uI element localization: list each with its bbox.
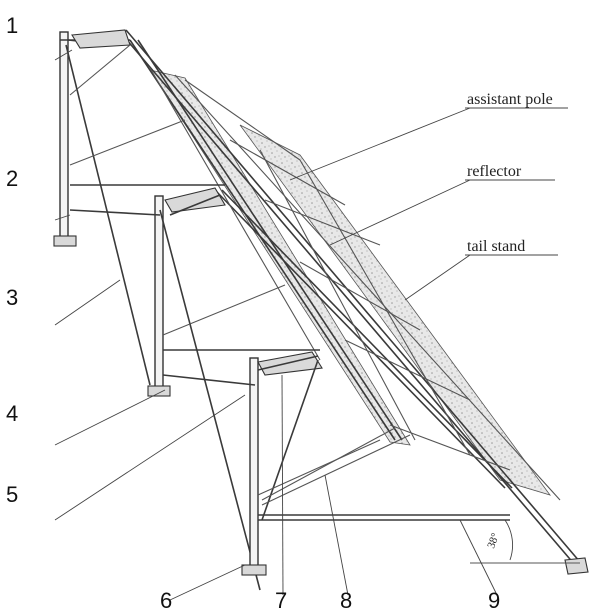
panel-cross-braces xyxy=(184,79,511,471)
right-label-leaders xyxy=(289,107,568,301)
label-tail-stand: tail stand xyxy=(467,238,525,255)
left-callout-leaders xyxy=(54,49,246,521)
reflector-panels xyxy=(149,69,552,496)
callout-6: 6 xyxy=(160,588,172,610)
callout-5: 5 xyxy=(6,482,18,507)
label-reflector: reflector xyxy=(467,163,522,180)
angle-marker: 38° xyxy=(485,519,514,561)
front-post-3 xyxy=(162,349,323,576)
callout-3: 3 xyxy=(6,285,18,310)
front-post-1 xyxy=(53,29,151,386)
label-assistant-pole: assistant pole xyxy=(467,91,553,108)
front-post-2 xyxy=(69,184,261,591)
callout-8: 8 xyxy=(340,588,352,610)
base-members xyxy=(258,427,589,575)
callout-1: 1 xyxy=(6,13,18,38)
rear-braces xyxy=(69,44,381,496)
bottom-callout-leaders xyxy=(169,374,498,601)
callout-2: 2 xyxy=(6,166,18,191)
angle-label: 38° xyxy=(485,531,502,550)
callout-9: 9 xyxy=(488,588,500,610)
callout-4: 4 xyxy=(6,401,18,426)
diagonal-rails xyxy=(119,29,581,566)
reflector-panel-right xyxy=(239,124,552,496)
callout-7: 7 xyxy=(275,588,287,610)
